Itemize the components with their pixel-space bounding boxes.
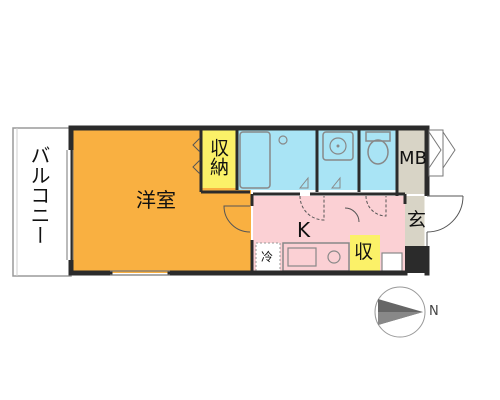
washbasin: [322, 131, 354, 161]
fridge-label: 冷: [261, 250, 274, 264]
toilet-tank: [365, 131, 391, 142]
bath-area: [237, 128, 317, 190]
window-bottom: [110, 270, 170, 276]
meter-box-label: MB: [399, 148, 427, 169]
toilet-bowl: [367, 139, 389, 165]
door-swing-toilet: [365, 195, 387, 217]
meter-box-doors: [428, 129, 456, 177]
storage-kitchen-label: 収: [354, 241, 374, 263]
door-swing-washroom: [344, 207, 360, 223]
kitchen-sink: [287, 247, 317, 267]
storage-main-area: [201, 128, 237, 188]
kitchen-label: K: [297, 218, 311, 242]
stove-burner: [327, 250, 341, 264]
bathtub: [239, 131, 271, 189]
door-swing-bath: [299, 195, 325, 221]
balcony-area: [12, 127, 72, 277]
bath-faucet: [278, 135, 288, 145]
balcony-label: バルコニー: [27, 145, 51, 245]
toilet-area: [359, 128, 397, 190]
door-swing-room: [223, 205, 251, 233]
compass-north-label: N: [429, 304, 439, 319]
storage-main-label: 収納: [207, 138, 229, 176]
storage-kitchen-area: [350, 235, 380, 271]
entrance-label: 玄: [407, 209, 427, 231]
north-arrow-icon: [374, 286, 426, 338]
entrance-area: [405, 196, 425, 246]
western-room-label: 洋室: [136, 188, 176, 212]
meter-box-area: [397, 128, 425, 194]
washing-machine: [381, 252, 403, 272]
balcony-sliding-door: [66, 150, 74, 260]
fridge-space: [255, 242, 281, 272]
entrance-door: [424, 195, 464, 246]
